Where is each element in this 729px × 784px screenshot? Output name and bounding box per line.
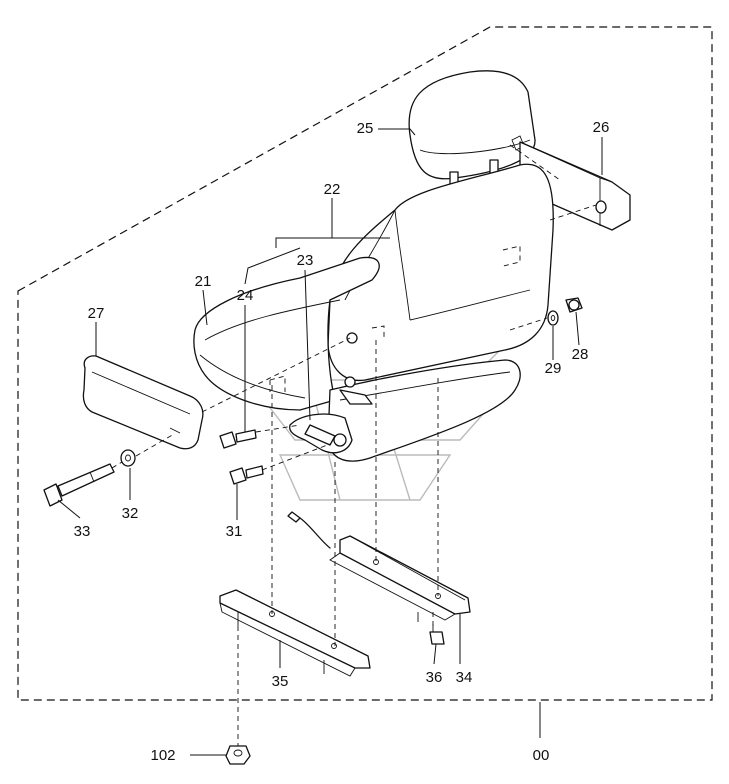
left-rail: [219, 589, 371, 677]
left-armrest: [82, 355, 204, 450]
label-22: 22: [324, 181, 341, 198]
right-armrest: [519, 141, 631, 231]
nut-102: [225, 745, 251, 765]
assembly-center-lines: [111, 144, 597, 746]
label-34: 34: [456, 669, 473, 686]
bolt-31: [229, 465, 264, 485]
label-33: 33: [74, 523, 91, 540]
label-35: 35: [272, 673, 289, 690]
seat-cushion: [193, 256, 380, 411]
long-bolt-33: [43, 463, 115, 507]
label-31: 31: [226, 523, 243, 540]
label-29: 29: [545, 360, 562, 377]
label-00: 00: [533, 747, 550, 764]
nut-28: [565, 297, 583, 313]
bolt-24: [219, 429, 257, 449]
right-rail: [287, 511, 471, 621]
leader-lines: [57, 128, 603, 756]
assembly-boundary: [17, 26, 713, 701]
label-36: 36: [426, 669, 443, 686]
washer-32: [120, 449, 136, 467]
bolt-36: [417, 612, 445, 645]
label-102: 102: [150, 747, 175, 764]
label-23: 23: [297, 252, 314, 269]
label-28: 28: [572, 346, 589, 363]
label-21: 21: [195, 273, 212, 290]
washer-29: [547, 310, 559, 326]
recline-lever: [289, 332, 373, 454]
label-26: 26: [593, 119, 610, 136]
label-24: 24: [237, 287, 254, 304]
label-32: 32: [122, 505, 139, 522]
part-number-labels: 25 26 22 23 21 24 27 29 28 32 33 31 35 3…: [74, 119, 610, 764]
label-27: 27: [88, 305, 105, 322]
label-25: 25: [357, 120, 374, 137]
